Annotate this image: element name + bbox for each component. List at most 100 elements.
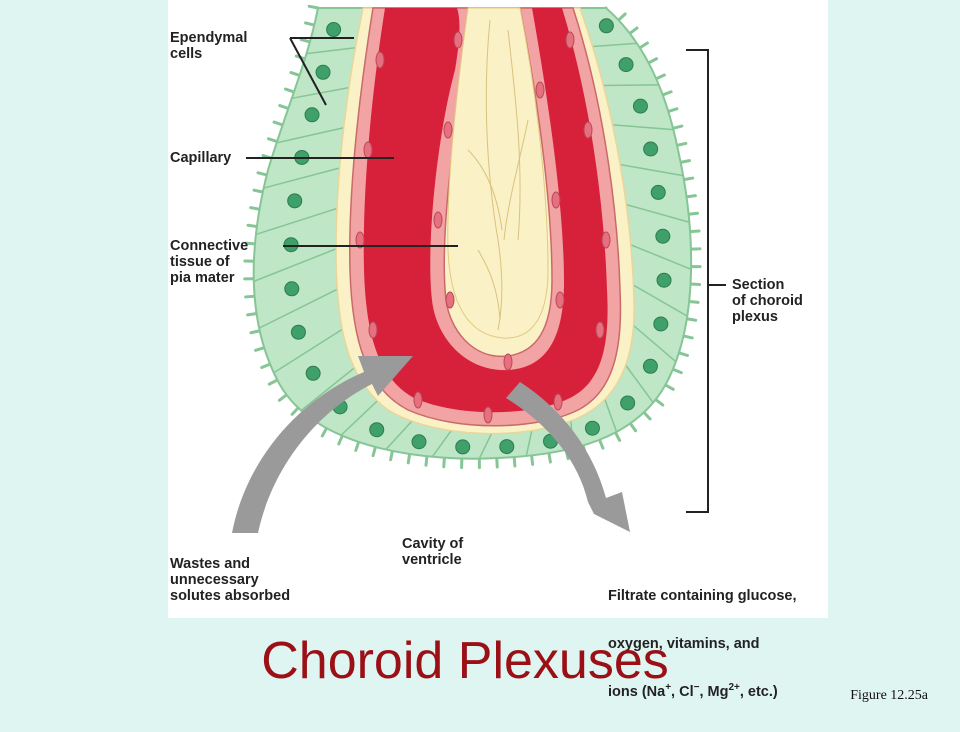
microvillus — [254, 190, 263, 192]
endothelial-nucleus — [444, 122, 452, 138]
microvillus — [644, 412, 650, 419]
microvillus — [656, 400, 663, 406]
microvillus — [274, 122, 283, 125]
microvillus — [679, 353, 688, 356]
cell-nucleus — [291, 325, 305, 339]
microvillus — [640, 43, 648, 48]
microvillus — [356, 442, 359, 451]
cell-nucleus — [500, 440, 514, 454]
microvillus — [258, 173, 267, 175]
endothelial-nucleus — [369, 322, 377, 338]
cell-nucleus — [621, 396, 635, 410]
microvillus — [514, 457, 515, 466]
wastes-absorbed-label: Wastes and unnecessary solutes absorbed — [170, 556, 290, 604]
microvillus — [663, 92, 671, 95]
endothelial-nucleus — [566, 32, 574, 48]
cell-nucleus — [585, 421, 599, 435]
endothelial-nucleus — [484, 407, 492, 423]
endothelial-nucleus — [536, 82, 544, 98]
cell-nucleus — [654, 317, 668, 331]
cell-nucleus — [619, 58, 633, 72]
microvillus — [619, 14, 626, 20]
microvillus — [690, 231, 699, 232]
cell-nucleus — [643, 359, 657, 373]
microvillus — [426, 456, 427, 465]
cell-nucleus — [644, 142, 658, 156]
microvillus — [600, 440, 603, 448]
microvillus — [248, 314, 257, 315]
microvillus — [668, 109, 677, 112]
microvillus — [268, 139, 277, 142]
endothelial-nucleus — [602, 232, 610, 248]
microvillus — [689, 213, 698, 214]
microvillus — [306, 23, 315, 25]
cell-nucleus — [651, 185, 665, 199]
cell-nucleus — [306, 366, 320, 380]
figure-panel: Ependymal cells Capillary Connective tis… — [168, 0, 828, 618]
microvillus — [630, 423, 635, 430]
endothelial-nucleus — [584, 122, 592, 138]
microvillus — [262, 364, 270, 367]
microvillus — [301, 40, 310, 42]
microvillus — [309, 6, 318, 8]
endothelial-nucleus — [414, 392, 422, 408]
microvillus — [285, 89, 294, 92]
endothelial-nucleus — [454, 32, 462, 48]
microvillus — [686, 196, 695, 197]
capillary-label: Capillary — [170, 150, 231, 166]
microvillus — [279, 395, 286, 400]
microvillus — [444, 458, 445, 467]
microvillus — [673, 369, 681, 372]
microvillus — [656, 75, 664, 79]
microvillus — [269, 380, 277, 384]
endothelial-nucleus — [556, 292, 564, 308]
cell-wall — [603, 85, 658, 86]
figure-caption: Figure 12.25a — [850, 688, 928, 704]
endothelial-nucleus — [552, 192, 560, 208]
connective-tissue-label: Connective tissue of pia mater — [170, 238, 248, 286]
microvillus — [673, 126, 682, 128]
choroid-plexus-diagram — [168, 0, 828, 618]
microvillus — [687, 319, 696, 320]
microvillus — [251, 208, 260, 210]
microvillus — [246, 296, 255, 297]
cell-nucleus — [599, 19, 613, 33]
slide-title: Choroid Plexuses — [0, 626, 930, 696]
microvillus — [256, 348, 265, 351]
microvillus — [322, 428, 326, 436]
microvillus — [615, 432, 619, 440]
microvillus — [549, 453, 550, 462]
endothelial-nucleus — [434, 212, 442, 228]
microvillus — [677, 143, 686, 145]
cell-nucleus — [412, 435, 426, 449]
filtrate-line-1: Filtrate containing glucose, — [608, 588, 797, 604]
microvillus — [291, 73, 300, 76]
microvillus — [683, 336, 692, 338]
microvillus — [630, 28, 637, 33]
cell-nucleus — [288, 194, 302, 208]
endothelial-nucleus — [364, 142, 372, 158]
cell-nucleus — [633, 99, 647, 113]
endothelial-nucleus — [446, 292, 454, 308]
microvillus — [251, 331, 260, 333]
cell-nucleus — [284, 238, 298, 252]
microvillus — [684, 178, 693, 180]
cell-nucleus — [656, 229, 670, 243]
endothelial-nucleus — [376, 52, 384, 68]
cell-nucleus — [305, 108, 319, 122]
microvillus — [665, 385, 673, 389]
microvillus — [681, 161, 690, 163]
cell-nucleus — [370, 423, 384, 437]
endothelial-nucleus — [554, 394, 562, 410]
microvillus — [248, 225, 257, 226]
microvillus — [391, 451, 393, 460]
section-of-choroid-plexus-label: Section of choroid plexus — [732, 277, 803, 325]
microvillus — [373, 447, 375, 456]
cell-nucleus — [285, 282, 299, 296]
microvillus — [532, 455, 533, 464]
microvillus — [408, 454, 409, 463]
microvillus — [689, 301, 698, 302]
cell-nucleus — [456, 440, 470, 454]
ependymal-cells-label: Ependymal cells — [170, 30, 247, 62]
endothelial-nucleus — [596, 322, 604, 338]
